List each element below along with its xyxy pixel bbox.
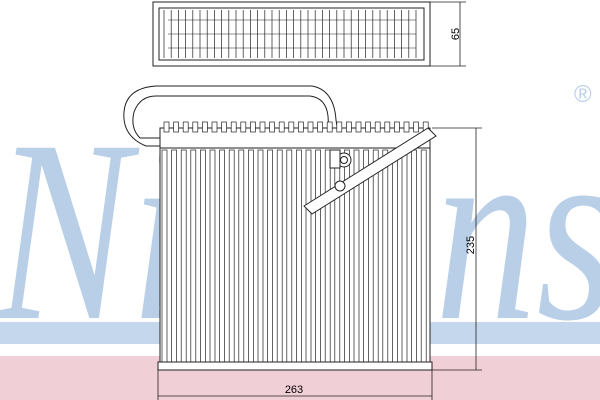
header-tab	[259, 121, 266, 133]
registered-mark: ®	[574, 81, 592, 108]
header-tab	[192, 121, 199, 133]
core-tube	[401, 149, 408, 363]
header-tab	[211, 121, 218, 133]
header-tab	[394, 121, 400, 133]
core-tube	[411, 149, 417, 363]
header-tab	[250, 121, 256, 133]
header-tab	[202, 121, 208, 133]
header-tab	[336, 121, 343, 133]
header-tab	[365, 121, 371, 133]
core-tube	[296, 149, 302, 363]
top-view	[152, 1, 431, 67]
width-dimension	[157, 370, 433, 400]
core-tube	[257, 149, 264, 363]
background-stripes	[0, 322, 600, 400]
depth-dimension	[430, 1, 466, 67]
core-tube	[305, 149, 312, 363]
core-tube	[392, 149, 398, 363]
core-tube	[248, 149, 254, 363]
header-tab	[413, 121, 419, 133]
header-tab	[317, 121, 323, 133]
header-tab	[307, 121, 314, 133]
valve-fitting-inner	[340, 156, 348, 164]
header-tab	[182, 121, 189, 133]
core-tube	[219, 149, 225, 363]
header-tab	[374, 121, 381, 133]
header-tab	[173, 121, 179, 133]
header-tab	[298, 121, 304, 133]
core-tube	[276, 149, 283, 363]
front-view	[123, 85, 437, 371]
header-tab	[346, 121, 352, 133]
header-tab	[278, 121, 285, 133]
header-tab	[326, 121, 333, 133]
core-tube	[209, 149, 216, 363]
header-tab	[269, 121, 275, 133]
core-tube	[382, 149, 389, 363]
header-tab	[230, 121, 237, 133]
top-view-inner	[158, 7, 425, 61]
header-tab	[355, 121, 362, 133]
core-tube	[315, 149, 321, 363]
core-tube	[420, 149, 427, 363]
core-tube	[228, 149, 235, 363]
depth-dimension-label: 65	[450, 28, 462, 40]
core-tube	[267, 149, 273, 363]
core-tube	[286, 149, 293, 363]
inlet-pipe	[303, 127, 437, 215]
header-tabs	[163, 121, 429, 133]
core-tube	[200, 149, 206, 363]
valve-body	[329, 149, 341, 169]
core-tube	[372, 149, 379, 363]
width-dimension-label: 263	[285, 384, 303, 396]
core-tube	[363, 149, 369, 363]
core-tube	[190, 149, 197, 363]
header-tab	[221, 121, 227, 133]
core-tube	[161, 149, 168, 363]
header-tab	[163, 121, 170, 133]
header-tab	[384, 121, 391, 133]
core-tube	[324, 149, 331, 363]
core-tube	[238, 149, 245, 363]
pipe-fitting	[334, 180, 346, 192]
header-tab	[288, 121, 295, 133]
header-tab	[240, 121, 247, 133]
height-dimension-label: 235	[465, 236, 477, 254]
header-tab	[403, 121, 410, 133]
core-tube	[171, 149, 177, 363]
core-tube	[180, 149, 187, 363]
bottom-tank	[157, 361, 433, 371]
height-dimension	[432, 127, 482, 371]
